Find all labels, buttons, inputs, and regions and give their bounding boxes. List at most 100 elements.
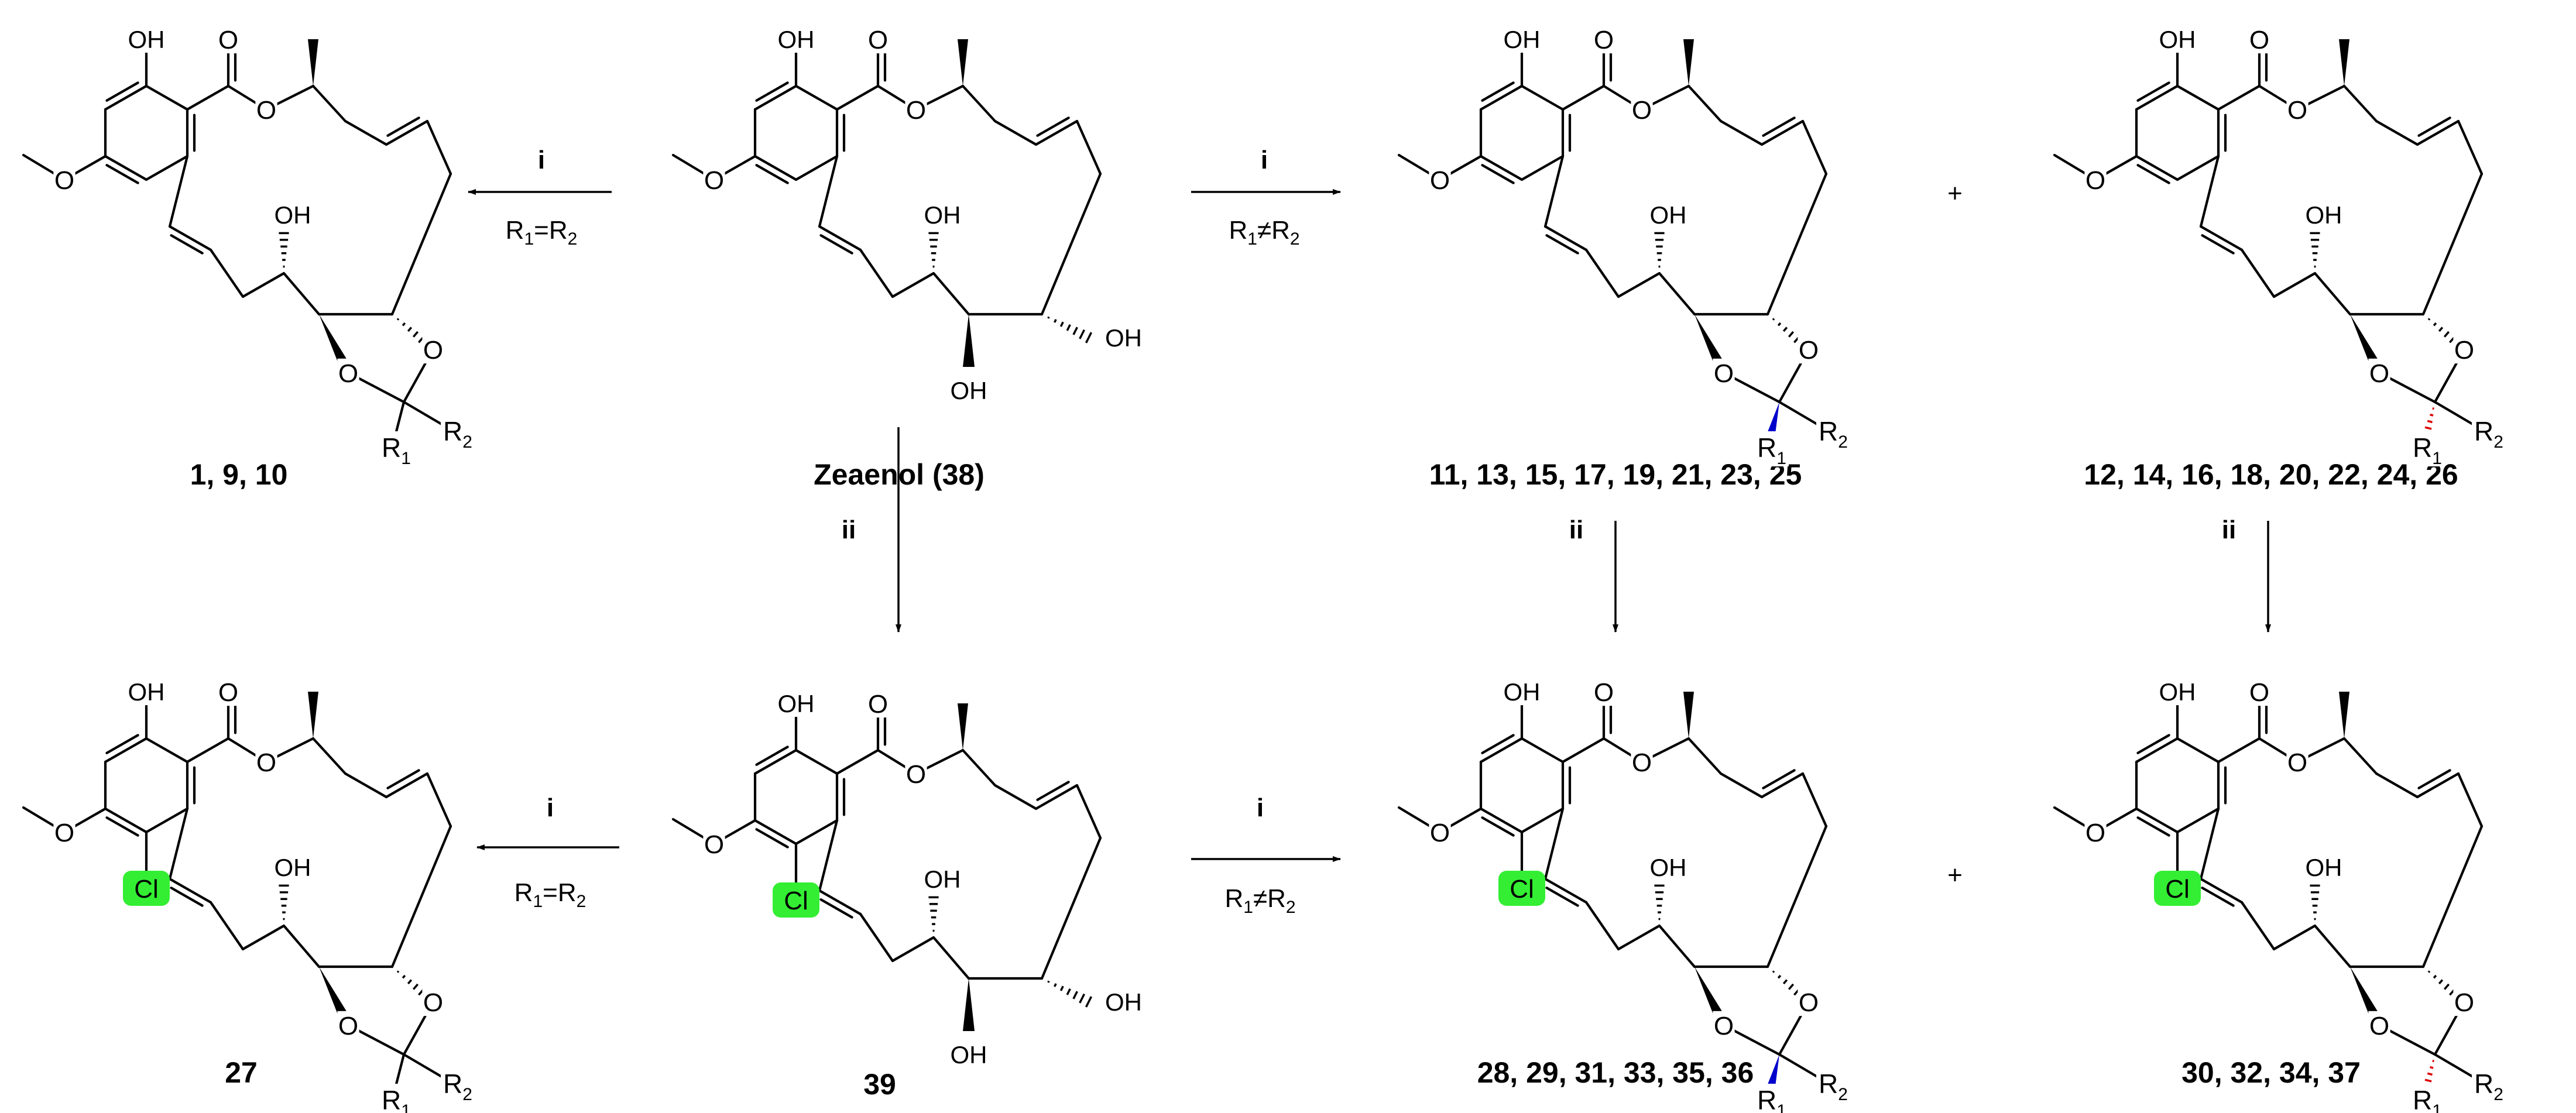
ester-oxygen-bg [255,747,277,777]
bond [344,772,388,799]
hydroxyl-label-bg [1649,853,1687,881]
r2-label: R2 [443,1069,472,1104]
compound-label: Zeaenol (38) [814,458,985,491]
r-label-subscript: 1 [2432,449,2442,468]
bond [1719,119,1764,146]
double-bond [1036,781,1070,801]
double-bond [1481,816,1515,837]
bond [961,84,997,123]
double-bond [1762,116,1796,137]
stereo-hash [2432,407,2434,410]
phenol-oh-label-bg [128,25,165,53]
bond [2240,901,2276,951]
bond [859,912,894,963]
hydroxyl-label: OH [951,377,987,404]
ring-oxygen: O [2369,1012,2389,1040]
bond [104,737,148,764]
carbonyl-oxygen-bg [2248,677,2270,706]
ester-oxygen: O [906,96,926,125]
r1-label: R1 [382,1085,411,1113]
phenol-oh-label: OH [778,690,815,717]
carbonyl-oxygen-bg [867,689,889,718]
bond [932,936,970,980]
hydroxyl-label: OH [924,201,961,229]
double-bond [2136,734,2170,754]
ring-oxygen-bg [1798,335,1820,364]
carbonyl-oxygen: O [868,26,888,54]
methoxy-oxygen: O [54,166,74,195]
bond [2313,272,2352,316]
ring-oxygen: O [338,359,358,388]
bond [1719,772,1764,799]
bond [145,154,189,181]
hydroxyl-label: OH [924,865,961,893]
bond [311,737,347,775]
bond [859,248,894,298]
hash-bond [1059,985,1064,991]
bond [818,154,839,228]
bond [2342,84,2378,123]
r1-label-bg [1755,431,1789,466]
carbonyl-oxygen-bg [1593,25,1615,54]
methoxy-oxygen: O [2086,819,2105,847]
hash-bond [1079,329,1085,339]
double-bond [819,898,853,919]
ring-oxygen-bg [422,987,444,1016]
bond [1617,924,1661,951]
methyl-wedge [2339,692,2349,738]
hydroxyl-label: OH [951,1041,987,1069]
r2-label-bg [441,1067,475,1102]
double-bond [386,116,420,137]
bond [1584,248,1620,298]
ring-oxygen-bg [2368,1011,2390,1040]
ring-oxygen: O [2369,359,2389,388]
methoxy-oxygen-bg [53,817,76,847]
r2-label-bg [2472,1067,2506,1102]
bond [2135,807,2179,834]
bond [2199,225,2244,252]
methyl-wedge [1683,692,1694,738]
double-bond [1545,887,1579,907]
stereo-hash [2432,1060,2434,1063]
bond [753,819,798,846]
phenol-oh-label: OH [1504,26,1541,53]
compound-label: 28, 29, 31, 33, 35, 36 [1477,1056,1754,1089]
hash-bond [1772,970,1775,973]
phenol-oh-label: OH [778,26,815,53]
chlorine-label: Cl [1510,875,1534,904]
hash-bond [2443,331,2450,338]
double-bond [1481,164,1515,184]
bond [145,737,189,764]
bond [2199,154,2220,228]
methoxy-oxygen-bg [1429,165,1451,194]
bond [104,807,148,834]
double-bond [2136,81,2170,102]
hash-bond [2443,983,2450,990]
bond [2416,119,2460,146]
ring-oxygen: O [423,336,443,365]
methoxy-oxygen: O [1430,166,1450,195]
bond [168,225,212,252]
phenol-oh-label: OH [128,26,165,53]
compound-labels: 1, 9, 10 Zeaenol (38) 11, 13, 15, 17, 19… [190,458,2458,1101]
bond [168,807,189,881]
carbonyl-oxygen-bg [2248,25,2270,54]
chlorine-highlight [123,871,170,906]
ester-oxygen-bg [2286,95,2309,124]
r1-label: R1 [2413,1085,2442,1113]
r1-label: R1 [2413,432,2442,468]
carbonyl-oxygen: O [868,690,888,719]
r-label-letter: R [2413,432,2432,463]
bond [1479,807,1524,834]
hash-bond [1072,327,1078,335]
hash-bond [1772,318,1775,321]
r2-label: R2 [1819,416,1848,452]
hash-bond [1085,332,1093,343]
hydroxyl-label: OH [1650,854,1687,881]
wedge-bond [963,314,975,367]
phenol-oh-label: OH [1504,678,1541,706]
bond [2416,772,2460,799]
ring-oxygen: O [1799,336,1819,365]
bond [1760,119,1805,146]
